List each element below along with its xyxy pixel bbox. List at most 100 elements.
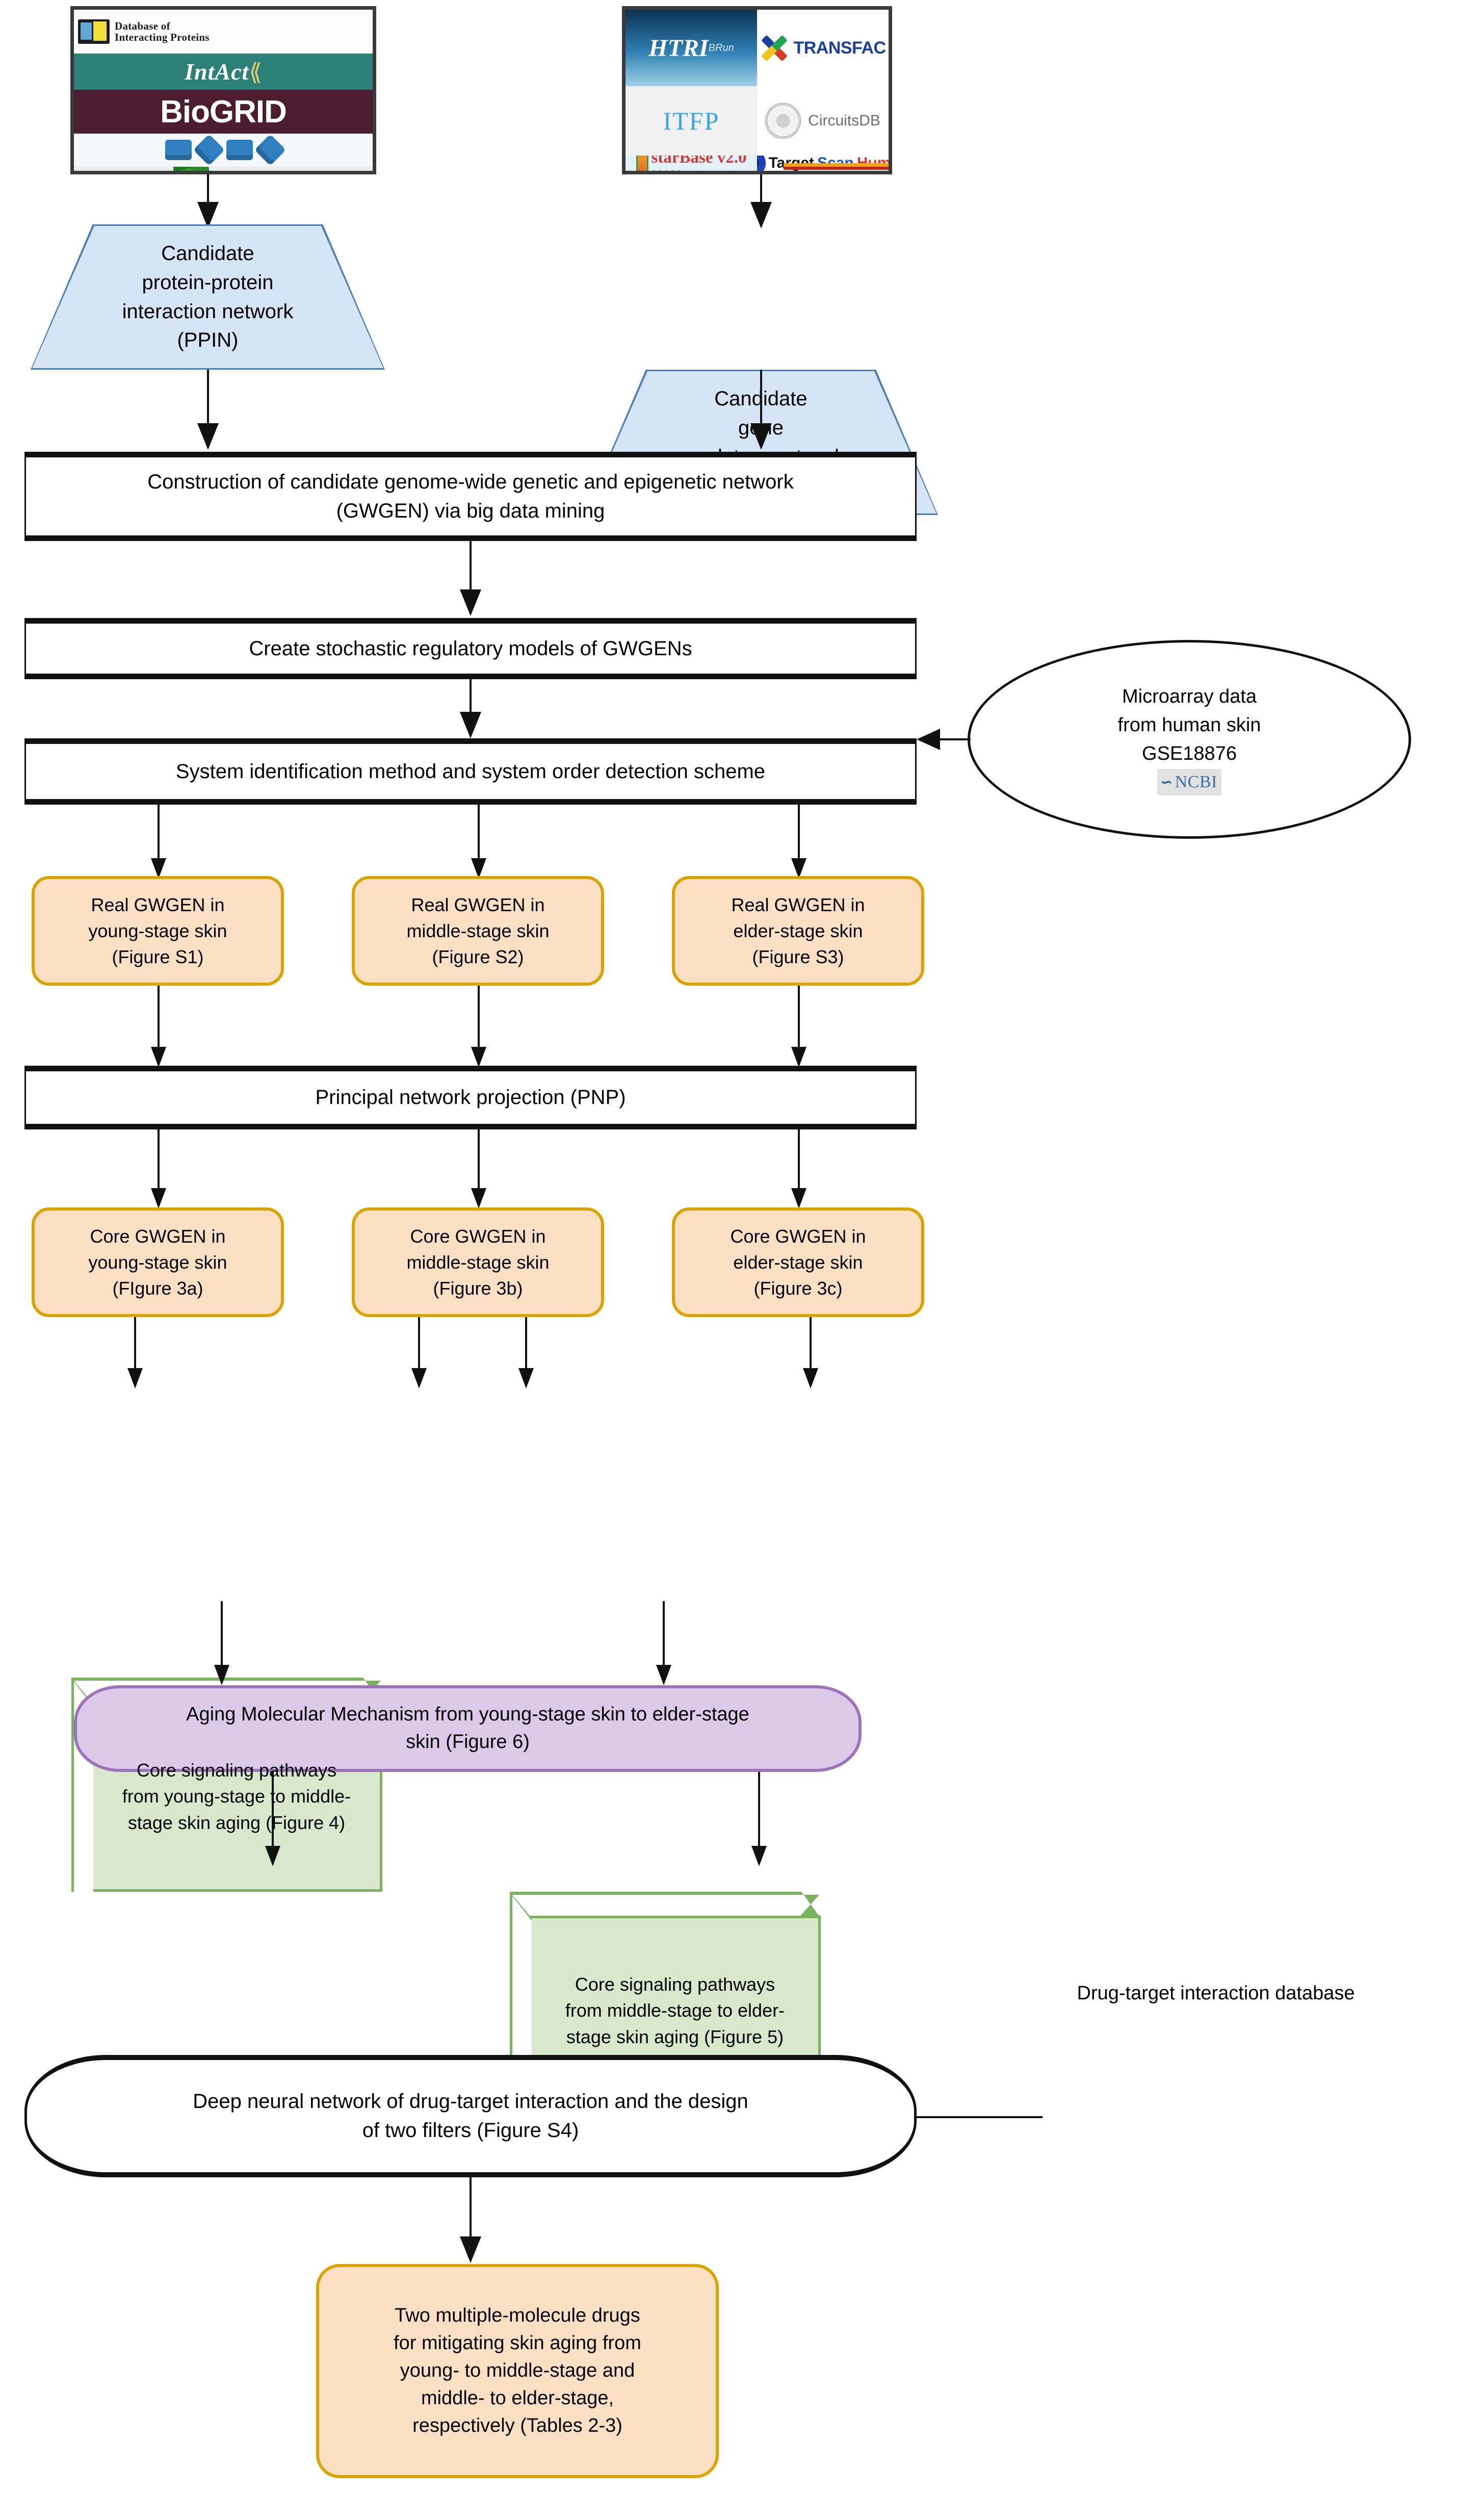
connector-bindingdb-to-dnn bbox=[913, 2116, 1043, 2118]
mint-logo: MINT Data Version bbox=[74, 166, 373, 171]
arrowhead-grn-db-to-grn bbox=[750, 202, 772, 228]
connector-grn-db-to-grn bbox=[760, 174, 762, 206]
node-aging-mechanism: Aging Molecular Mechanism from young-sta… bbox=[74, 1685, 862, 1772]
starbase-logo: starBase v2.0 ∿∿∿∿∿ bbox=[626, 155, 757, 171]
targetscan-logo: TargetScanHuman bbox=[757, 155, 889, 171]
arrowhead-mechanism-to-biomarker-middle bbox=[751, 1846, 767, 1866]
connector-gwgen-to-models bbox=[470, 541, 472, 592]
htri-logo-sub: BRun bbox=[708, 42, 734, 54]
targetscan-bars-icon bbox=[784, 163, 889, 170]
itfp-logo: ITFP bbox=[626, 86, 757, 156]
string-node-icon bbox=[165, 140, 192, 161]
node-core-gwgen-elder: Core GWGEN in elder-stage skin (Figure 3… bbox=[672, 1207, 924, 1317]
arrowhead-microarray-to-sysid bbox=[917, 729, 940, 750]
arrowhead-pnp-to-core-young bbox=[151, 1188, 166, 1208]
arrowhead-mechanism-to-biomarker-young bbox=[265, 1846, 280, 1866]
connector-pnp-to-core-young bbox=[158, 1129, 160, 1191]
node-system-identification-label: System identification method and system … bbox=[175, 760, 766, 783]
arrowhead-pathway2-to-mechanism bbox=[656, 1665, 671, 1685]
intact-logo: IntAct ⟪ bbox=[74, 54, 373, 90]
drug-db-caption-label: Drug-target interaction database bbox=[1077, 1983, 1355, 2004]
arrowhead-models-to-sysid bbox=[460, 712, 481, 738]
arrowhead-core-elder-to-pathway2 bbox=[803, 1368, 818, 1388]
arrowhead-real-young-to-pnp bbox=[151, 1047, 166, 1067]
drug-db-caption: Drug-target interaction database bbox=[958, 1978, 1473, 2009]
string-node-icon bbox=[226, 140, 253, 161]
arrowhead-real-middle-to-pnp bbox=[471, 1047, 486, 1067]
ncbi-helix-icon: ∽ bbox=[1160, 772, 1173, 792]
arrowhead-dnn-to-final bbox=[460, 2236, 481, 2263]
node-core-gwgen-young: Core GWGEN in young-stage skin (FIgure 3… bbox=[32, 1207, 284, 1317]
node-core-pathways-middle-elder: Core signaling pathways from middle-stag… bbox=[510, 1892, 821, 2106]
node-real-gwgen-young: Real GWGEN in young-stage skin (Figure S… bbox=[32, 876, 284, 986]
intact-swoosh-icon: ⟪ bbox=[249, 58, 262, 85]
arrowhead-sysid-to-real-elder bbox=[791, 858, 806, 879]
node-deep-neural-network: Deep neural network of drug-target inter… bbox=[24, 2055, 917, 2177]
connector-grn-to-gwgen bbox=[760, 370, 762, 426]
dip-logo: Database of Interacting Proteins bbox=[74, 10, 373, 54]
node-core-gwgen-middle: Core GWGEN in middle-stage skin (Figure … bbox=[352, 1207, 604, 1317]
node-final-output: Two multiple-molecule drugs for mitigati… bbox=[316, 2264, 719, 2478]
connector-pathway2-to-mechanism bbox=[663, 1601, 665, 1667]
connector-ppin-to-gwgen bbox=[207, 370, 209, 426]
transfac-x-icon bbox=[760, 33, 789, 63]
gene-regulation-database-logo-box: HTRI BRun TRANSFAC ITFP CircuitsDB starB… bbox=[622, 6, 892, 174]
dip-logo-line1: Database of bbox=[115, 20, 170, 33]
node-stochastic-models-label: Create stochastic regulatory models of G… bbox=[249, 637, 692, 660]
circuitsdb-logo-text: CircuitsDB bbox=[808, 112, 880, 129]
node-core-gwgen-middle-label: Core GWGEN in middle-stage skin (Figure … bbox=[406, 1225, 550, 1299]
string-logo bbox=[74, 134, 373, 167]
node-core-pathways-middle-elder-label: Core signaling pathways from middle-stag… bbox=[565, 1974, 785, 2047]
connector-mechanism-to-biomarker-middle bbox=[758, 1772, 760, 1848]
connector-models-to-sysid bbox=[470, 679, 472, 715]
connector-dnn-to-final bbox=[470, 2177, 472, 2238]
string-node-icon bbox=[193, 134, 225, 166]
arrowhead-gwgen-to-models bbox=[460, 589, 481, 616]
arrowhead-real-elder-to-pnp bbox=[791, 1047, 806, 1067]
connector-microarray-to-sysid bbox=[940, 738, 971, 740]
starbase-wave-icon: ∿∿∿∿∿ bbox=[652, 168, 684, 171]
intact-logo-text: IntAct bbox=[185, 59, 249, 85]
connector-sysid-to-real-young bbox=[158, 805, 160, 861]
connector-core-middle-to-pathway1 bbox=[418, 1317, 420, 1371]
dip-icon bbox=[78, 19, 110, 44]
connector-real-young-to-pnp bbox=[158, 986, 160, 1049]
arrowhead-sysid-to-real-young bbox=[151, 858, 166, 879]
connector-pathway1-to-mechanism bbox=[221, 1601, 223, 1667]
node-core-gwgen-elder-label: Core GWGEN in elder-stage skin (Figure 3… bbox=[730, 1225, 866, 1299]
arrowhead-ppin-to-gwgen bbox=[197, 423, 219, 450]
node-aging-mechanism-label: Aging Molecular Mechanism from young-sta… bbox=[186, 1704, 749, 1753]
node-core-gwgen-young-label: Core GWGEN in young-stage skin (FIgure 3… bbox=[88, 1225, 227, 1299]
node-gwgen-construction-label: Construction of candidate genome-wide ge… bbox=[147, 470, 794, 522]
connector-sysid-to-real-middle bbox=[478, 805, 480, 861]
targetscan-ball-icon bbox=[757, 155, 766, 171]
starbase-pin-icon bbox=[636, 155, 648, 171]
transfac-logo-text: TRANSFAC bbox=[793, 38, 886, 58]
pathway-box-top-face bbox=[510, 1892, 821, 1918]
node-ppin-label: Candidate protein-protein interaction ne… bbox=[122, 242, 294, 352]
connector-core-middle-to-pathway2 bbox=[525, 1317, 527, 1371]
microarray-line1: Microarray data bbox=[1122, 685, 1257, 707]
ncbi-logo-text: NCBI bbox=[1175, 772, 1217, 791]
connector-core-young-to-pathway1 bbox=[134, 1317, 136, 1371]
circuitsdb-seal-icon bbox=[765, 102, 801, 139]
arrowhead-pnp-to-core-elder bbox=[791, 1188, 806, 1208]
mint-leaf-icon bbox=[173, 166, 210, 171]
connector-real-elder-to-pnp bbox=[798, 986, 800, 1049]
arrowhead-ppi-to-ppin bbox=[197, 202, 219, 228]
connector-sysid-to-real-elder bbox=[798, 805, 800, 861]
transfac-logo: TRANSFAC bbox=[757, 10, 889, 87]
circuitsdb-logo: CircuitsDB bbox=[757, 86, 889, 156]
ncbi-logo: ∽ NCBI bbox=[1157, 768, 1221, 796]
node-core-pathways-young-middle-label: Core signaling pathways from young-stage… bbox=[122, 1760, 351, 1833]
arrowhead-grn-to-gwgen bbox=[750, 423, 772, 450]
node-core-pathways-young-middle: Core signaling pathways from young-stage… bbox=[71, 1678, 382, 1892]
biogrid-logo-text: BioGRID bbox=[160, 94, 287, 130]
node-real-gwgen-elder: Real GWGEN in elder-stage skin (Figure S… bbox=[672, 876, 924, 986]
biogrid-logo: BioGRID bbox=[74, 89, 373, 134]
arrowhead-core-young-to-pathway1 bbox=[127, 1368, 143, 1388]
node-real-gwgen-young-label: Real GWGEN in young-stage skin (Figure S… bbox=[88, 894, 227, 968]
starbase-logo-text: starBase v2.0 bbox=[651, 155, 747, 167]
node-real-gwgen-elder-label: Real GWGEN in elder-stage skin (Figure S… bbox=[731, 894, 865, 968]
node-ppin: Candidate protein-protein interaction ne… bbox=[31, 224, 385, 370]
